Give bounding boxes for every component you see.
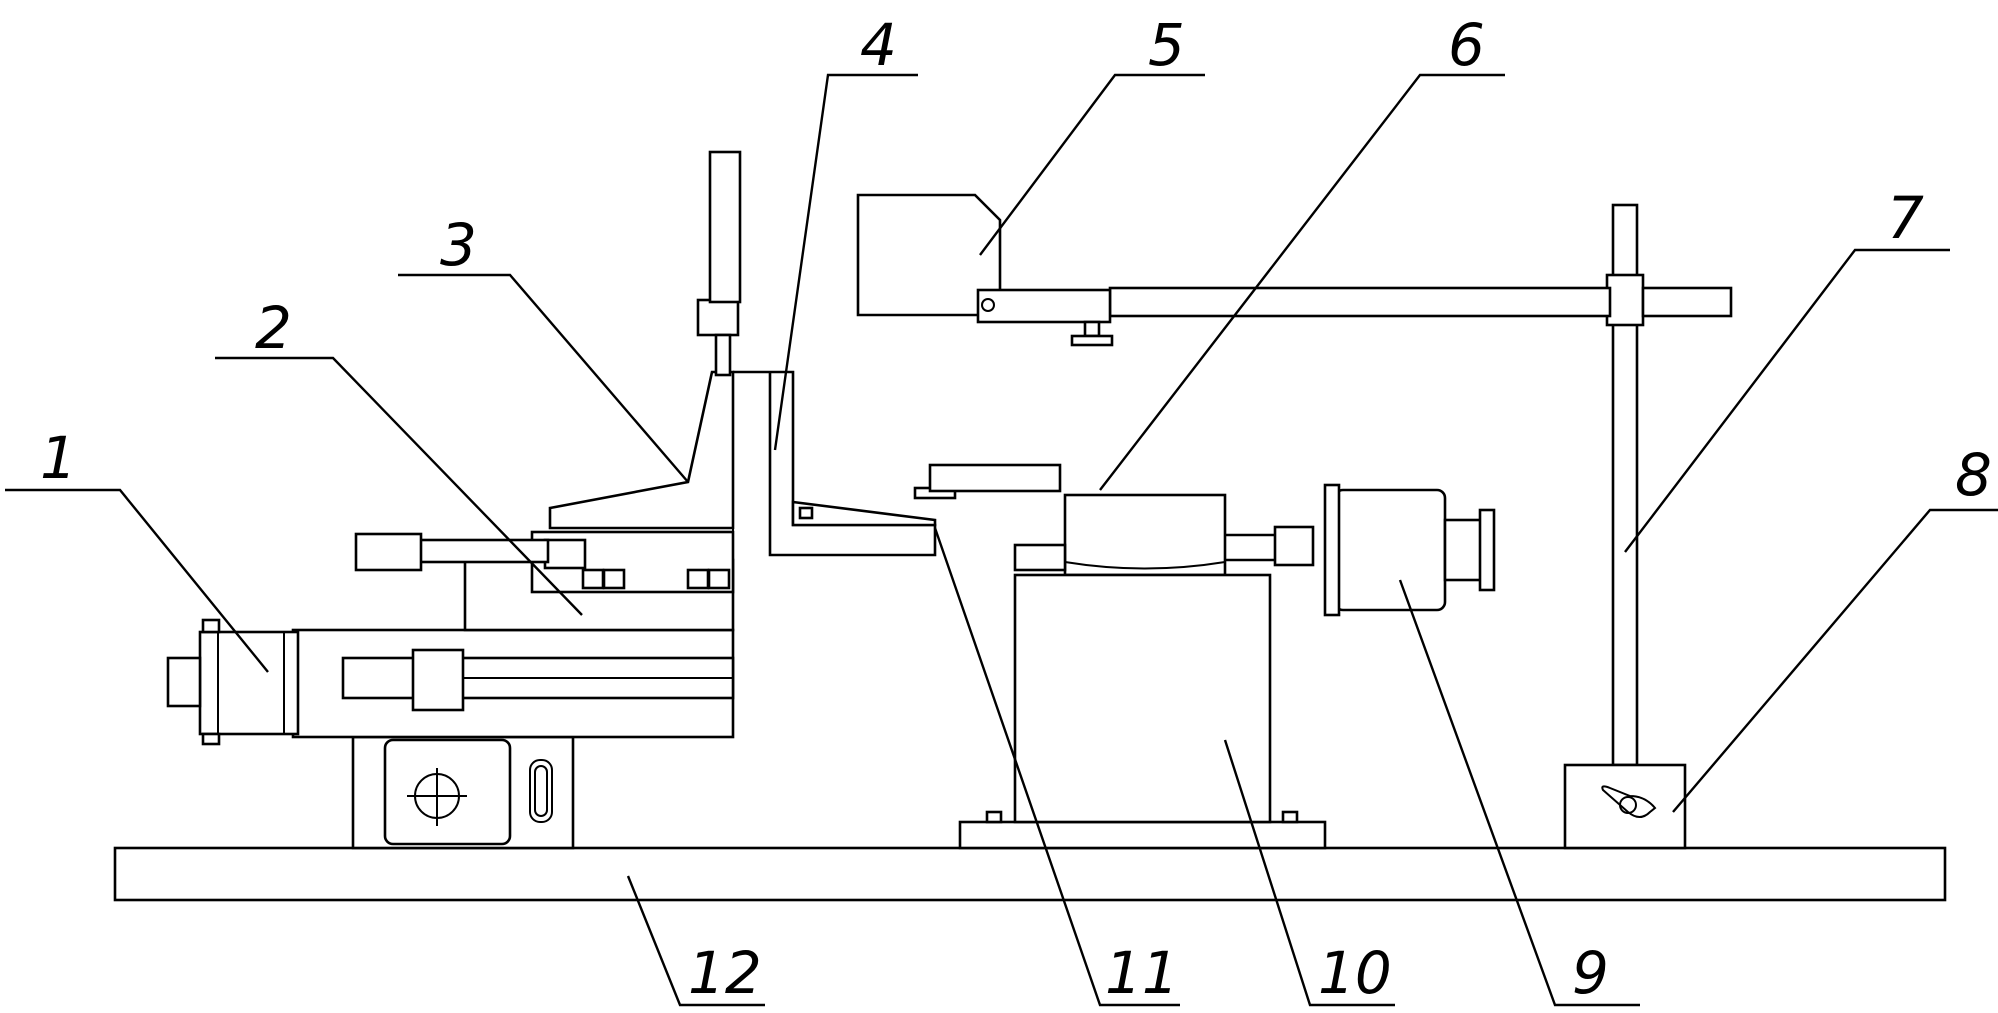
leader-5 [980,75,1205,255]
callout-6: 6 [1448,11,1485,79]
upper-stage [1015,495,1313,575]
callout-12: 12 [688,939,762,1007]
left-support-block [353,737,573,848]
callout-11: 11 [1105,939,1179,1007]
leader-6 [1100,75,1505,490]
magnetic-base [1565,765,1685,848]
pedestal [960,575,1325,848]
l-bracket [733,372,935,737]
leader-8 [1673,510,1998,812]
upper-plate-post [550,152,740,528]
middle-slide [356,532,733,630]
base-plate [115,848,1945,900]
drive-cylinder [1325,485,1494,615]
callout-9: 9 [1572,939,1609,1007]
callout-2: 2 [255,294,292,362]
callout-8: 8 [1955,441,1992,509]
camera [858,195,1112,345]
callout-4: 4 [860,11,897,79]
callout-5: 5 [1148,11,1185,79]
callout-7: 7 [1887,184,1924,252]
specimen-tray [793,465,1060,525]
lower-slide-actuator [168,620,733,744]
callout-10: 10 [1318,939,1392,1007]
leader-3 [398,275,688,482]
stand-rod [1607,205,1643,765]
callout-3: 3 [440,211,477,279]
callout-1: 1 [40,424,77,492]
